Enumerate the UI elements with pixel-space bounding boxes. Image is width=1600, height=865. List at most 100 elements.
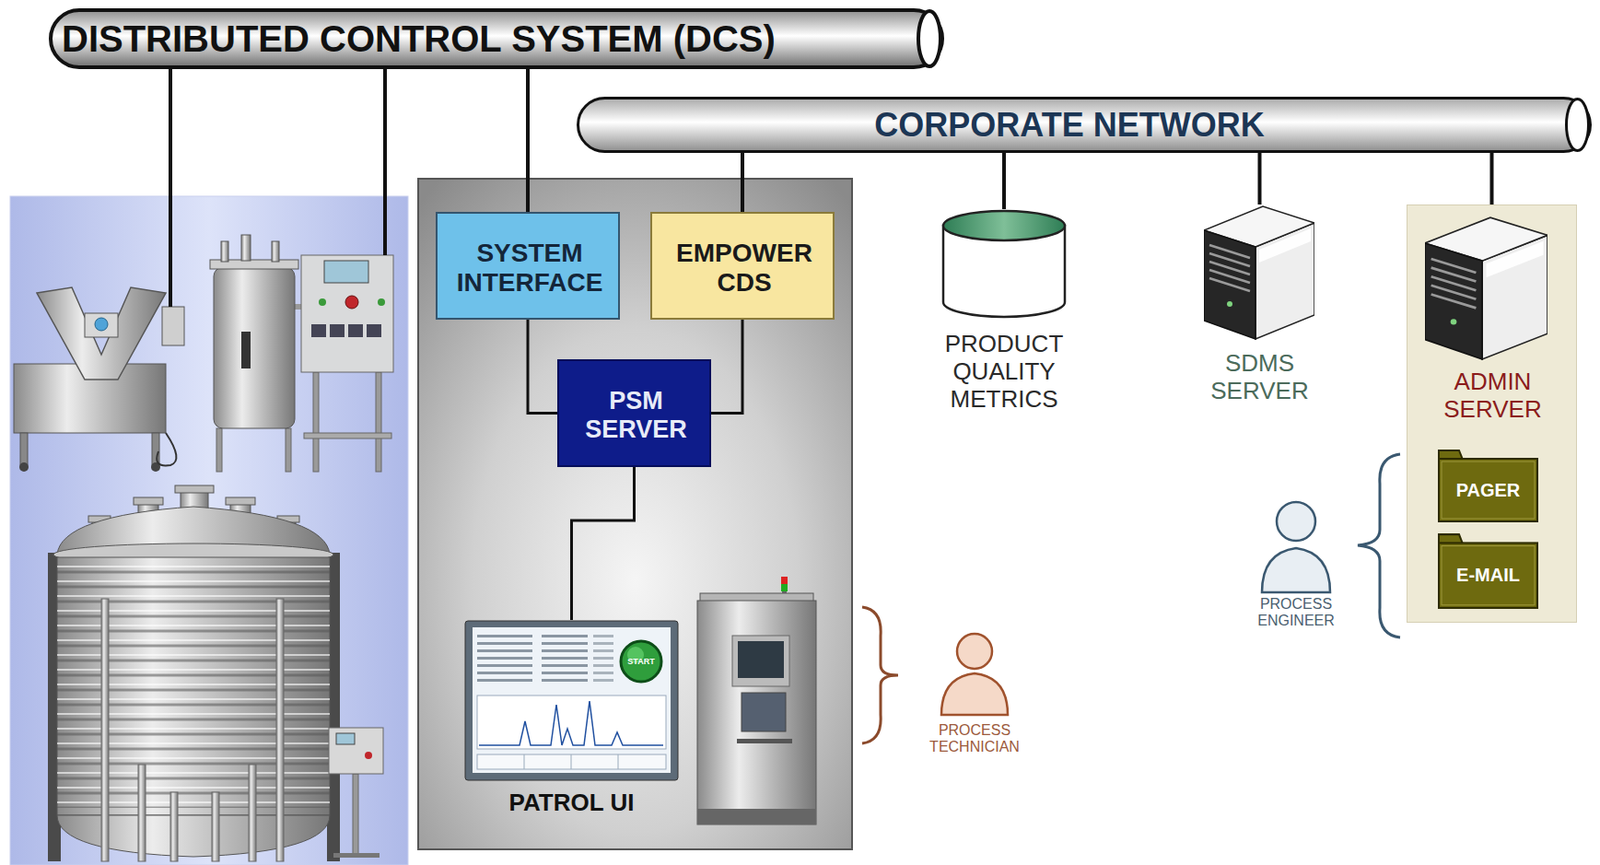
monitor-screen-part bbox=[477, 634, 533, 638]
database-cylinder: PRODUCT QUALITY METRICS bbox=[930, 209, 1078, 424]
reactor-vessel-part bbox=[211, 792, 220, 862]
reactor-vessel-part bbox=[138, 764, 146, 862]
control-box-part bbox=[333, 852, 380, 858]
bioreactor-part bbox=[216, 428, 222, 472]
reactor-vessel-part bbox=[101, 598, 109, 862]
monitor-screen-part bbox=[541, 634, 588, 638]
person-icon bbox=[1261, 502, 1331, 593]
control-box-part bbox=[352, 773, 359, 855]
server-icon bbox=[1203, 204, 1315, 340]
v-blender-part bbox=[20, 432, 28, 466]
database-cylinder bbox=[941, 209, 1067, 319]
reactor-vessel-part bbox=[248, 764, 257, 862]
monitor-screen-part bbox=[477, 695, 666, 749]
monitor-screen-part bbox=[524, 754, 526, 770]
v-blender-part bbox=[162, 306, 185, 346]
bioreactor-part bbox=[303, 432, 392, 439]
node-text: SDMS SERVER bbox=[1192, 350, 1327, 406]
bus-pipe-part bbox=[918, 11, 941, 67]
person-icon-part bbox=[1276, 502, 1316, 541]
bus-drop-line bbox=[383, 68, 387, 256]
monitor-screen-part bbox=[541, 678, 588, 682]
monitor-screen-part bbox=[465, 620, 678, 781]
server-icon: SDMS SERVER bbox=[1192, 204, 1327, 412]
monitor-screen-part bbox=[478, 700, 664, 746]
connector-line bbox=[1490, 152, 1495, 205]
monitor-screen-part bbox=[541, 664, 588, 667]
monitor-screen-part bbox=[477, 656, 533, 660]
connector-line bbox=[711, 319, 743, 414]
monitor-screen-part bbox=[477, 649, 533, 653]
bioreactor-part bbox=[271, 241, 280, 262]
v-blender-part bbox=[19, 462, 29, 472]
reactor-vessel-part bbox=[57, 563, 330, 808]
bioreactor-part bbox=[345, 295, 359, 309]
instrument-cabinet-part bbox=[736, 738, 793, 744]
monitor-screen-part bbox=[477, 754, 666, 770]
v-blender-part bbox=[94, 317, 108, 331]
reactor-vessel bbox=[47, 485, 340, 862]
folder-box-part bbox=[1438, 458, 1538, 522]
bracket bbox=[1357, 454, 1401, 638]
folder-box-part bbox=[1441, 546, 1535, 606]
monitor-screen-part bbox=[477, 642, 533, 645]
bracket-part bbox=[1357, 454, 1401, 638]
node-text: DISTRIBUTED CONTROL SYSTEM (DCS) bbox=[61, 17, 896, 60]
bioreactor-part bbox=[377, 298, 386, 306]
node-text: CORPORATE NETWORK bbox=[613, 105, 1526, 144]
reactor-vessel-part bbox=[276, 598, 284, 862]
bracket-part bbox=[862, 607, 899, 744]
node-text: PATROL UI bbox=[464, 789, 679, 818]
connector-line bbox=[740, 152, 745, 212]
connector-line bbox=[1002, 152, 1006, 210]
bioreactor-part bbox=[366, 324, 382, 338]
v-blender-part bbox=[151, 432, 160, 466]
monitor-screen-part bbox=[593, 664, 614, 667]
network-bus: DISTRIBUTED CONTROL SYSTEM (DCS) bbox=[48, 8, 945, 70]
node-text: PAGER bbox=[1441, 479, 1535, 502]
monitor-screen-part bbox=[593, 634, 614, 638]
software-box: EMPOWER CDS bbox=[650, 211, 835, 320]
instrument-cabinet-part bbox=[697, 600, 817, 825]
instrument-cabinet bbox=[697, 576, 817, 825]
v-blender bbox=[13, 287, 185, 472]
monitor-screen-part bbox=[541, 649, 588, 653]
monitor-screen-part bbox=[618, 754, 619, 770]
v-blender-part bbox=[36, 287, 166, 380]
control-box-part bbox=[364, 751, 373, 760]
bioreactor-part bbox=[241, 331, 251, 369]
monitor-screen-part bbox=[620, 641, 662, 682]
monitor-screen-part bbox=[541, 642, 588, 645]
monitor-screen-part bbox=[593, 642, 614, 645]
bracket bbox=[862, 607, 899, 744]
reactor-vessel-part bbox=[170, 792, 178, 862]
node-text: PSM SERVER bbox=[566, 386, 706, 444]
bus-pipe-part bbox=[1566, 99, 1589, 152]
bioreactor-part bbox=[285, 428, 292, 472]
person-icon-part bbox=[957, 633, 993, 669]
bus-pipe-part bbox=[578, 98, 1591, 152]
bioreactor bbox=[210, 234, 394, 472]
server-icon-part bbox=[1424, 243, 1483, 360]
server-panel: ADMIN SERVERPAGERE-MAIL bbox=[1406, 204, 1577, 623]
person-icon-part bbox=[1261, 548, 1331, 593]
database-cylinder-part bbox=[943, 210, 1065, 241]
instrument-cabinet-part bbox=[741, 692, 786, 732]
monitor-screen-part bbox=[571, 754, 573, 770]
reactor-vessel-part bbox=[57, 815, 330, 857]
monitor-screen bbox=[464, 619, 679, 782]
role-label: PROCESS TECHNICIAN bbox=[919, 722, 1030, 757]
network-bus: CORPORATE NETWORK bbox=[576, 96, 1592, 153]
button-label: START bbox=[622, 656, 660, 666]
node-text: PRODUCT QUALITY METRICS bbox=[930, 330, 1078, 414]
folder-box: E-MAIL bbox=[1436, 531, 1540, 610]
connector-line bbox=[525, 69, 530, 212]
folder-box-part bbox=[1438, 542, 1538, 608]
reactor-vessel-part bbox=[175, 485, 214, 493]
monitor-screen-part bbox=[593, 678, 614, 682]
bioreactor-part bbox=[329, 324, 345, 338]
equipment-panel bbox=[10, 196, 409, 865]
v-blender-part bbox=[156, 432, 176, 466]
bioreactor-part bbox=[213, 267, 295, 429]
